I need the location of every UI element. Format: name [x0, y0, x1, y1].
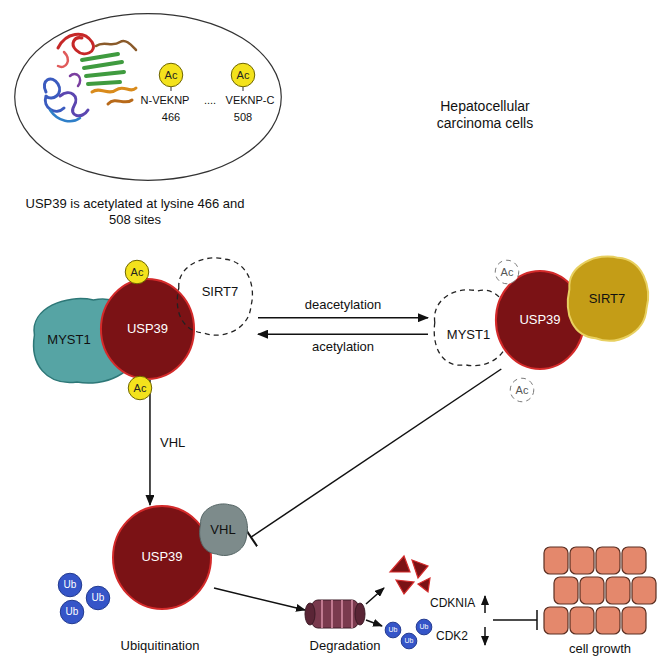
protein-structure: [44, 34, 136, 121]
node-text: Ac: [516, 384, 529, 397]
cell: [580, 577, 604, 604]
step-label: Ubiquitination: [100, 638, 220, 654]
cell: [570, 607, 594, 634]
arrow-connector: [258, 333, 428, 335]
node-text: USP39: [519, 313, 560, 328]
outline: [231, 63, 255, 87]
usp39-protein: USP39: [100, 278, 195, 380]
proteasome: [305, 600, 365, 628]
node-text: Ub: [64, 579, 77, 591]
acetyl-mark: Ac: [159, 63, 183, 87]
node-text: 466: [162, 111, 180, 124]
node-text: ....: [204, 94, 216, 107]
ubiquitin-free: Ub: [385, 622, 401, 638]
usp39-protein: USP39: [112, 505, 212, 610]
outline: [568, 256, 648, 340]
node-text: Ub: [405, 637, 414, 645]
cell-growth: cell growth: [540, 543, 660, 661]
gene-label: CDK2: [436, 629, 468, 643]
node-text: Ac: [134, 382, 147, 395]
cell: [622, 607, 646, 634]
caption-note: USP39 is acetylated at lysine 466 and 50…: [20, 196, 250, 227]
outline: [510, 378, 534, 402]
outline: [86, 586, 110, 610]
protein-fragments: [390, 556, 430, 594]
node-text: 508: [234, 111, 252, 124]
outline: [159, 63, 183, 87]
edge-label: VHL: [158, 435, 187, 451]
cell: [596, 547, 620, 574]
sirt7-protein: SIRT7: [560, 250, 654, 348]
outline: [58, 573, 82, 597]
node-text: SIRT7: [589, 292, 626, 307]
node-text: MYST1: [447, 328, 490, 343]
outline: [113, 506, 211, 609]
node-text: Ac: [165, 69, 178, 82]
node-text: VEKNP-C: [226, 94, 275, 107]
edge-label: acetylation: [310, 339, 376, 355]
cell: [606, 577, 630, 604]
sequence-ellipse: N-VEKNP.... VEKNP-C 466 508 Ac Ac: [12, 12, 284, 182]
acetyl-mark: Ac: [128, 376, 152, 400]
arrow-connector: [258, 317, 428, 319]
cell: [632, 577, 656, 604]
outline: [128, 376, 152, 400]
cell: [544, 547, 568, 574]
node-text: N-VEKNP: [141, 94, 190, 107]
cell: [596, 607, 620, 634]
sirt7-absent: SIRT7: [170, 252, 258, 342]
acetyl-leader: [171, 87, 243, 91]
flow-arrow: [366, 588, 384, 604]
outline: [125, 260, 149, 284]
node-text: Ub: [420, 623, 429, 631]
gene-label: CDKNIA: [430, 596, 475, 610]
step-label: Degradation: [295, 638, 395, 654]
outline: [60, 600, 84, 624]
outline: [495, 260, 519, 284]
node-text: Ub: [389, 626, 398, 634]
ubiquitin: Ub: [60, 600, 84, 624]
node-text: USP39: [141, 550, 182, 565]
arrow-connector: [149, 380, 151, 505]
node-text: Ub: [92, 592, 105, 604]
inhibition-connector: [251, 369, 501, 537]
outline: [15, 14, 282, 181]
node-text: Ac: [501, 266, 514, 279]
increase-arrow: [484, 596, 486, 613]
node-text: Ac: [237, 69, 250, 82]
node-text: USP39: [127, 322, 168, 337]
outline: [401, 633, 417, 649]
node-text: SIRT7: [202, 285, 239, 300]
flow-arrow: [214, 588, 305, 610]
node-text: Ub: [66, 606, 79, 618]
vhl-protein: VHL: [195, 500, 251, 560]
ubiquitin: Ub: [58, 573, 82, 597]
inhibition-line: [493, 610, 537, 630]
context-label: Hepatocellular carcinoma cells: [420, 98, 550, 132]
node-text: VHL: [210, 523, 235, 538]
outline: [200, 504, 248, 556]
outline: [416, 619, 432, 635]
node-text: Ac: [131, 266, 144, 279]
cell: [570, 547, 594, 574]
outline: [385, 622, 401, 638]
decrease-arrow: [484, 627, 486, 645]
flow-arrow: [366, 620, 382, 626]
node-text: cell growth: [569, 642, 631, 657]
acetyl-mark: Ac: [125, 260, 149, 284]
acetyl-mark-removed: Ac: [510, 378, 534, 402]
cell: [554, 577, 578, 604]
ubiquitin: Ub: [86, 586, 110, 610]
outline: [101, 279, 194, 379]
cell: [544, 607, 568, 634]
acetyl-mark-removed: Ac: [495, 260, 519, 284]
ubiquitin-free: Ub: [416, 619, 432, 635]
ubiquitin-free: Ub: [401, 633, 417, 649]
edge-label: deacetylation: [303, 297, 384, 313]
node-text: MYST1: [47, 333, 90, 348]
cell: [622, 547, 646, 574]
outline: [177, 258, 252, 335]
acetyl-mark: Ac: [231, 63, 255, 87]
